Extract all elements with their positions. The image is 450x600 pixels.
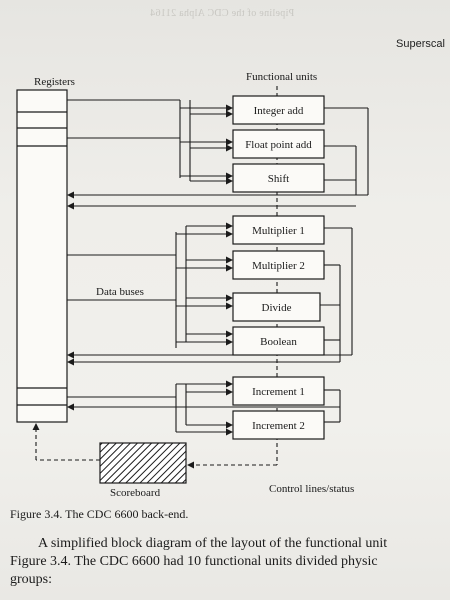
functional-unit-label: Integer add <box>254 105 304 117</box>
body-line-2: Figure 3.4. The CDC 6600 had 10 function… <box>10 554 378 569</box>
functional-unit-label: Float point add <box>245 139 312 151</box>
functional-unit-box: Float point add <box>232 129 325 159</box>
body-line-1: A simplified block diagram of the layout… <box>38 536 388 551</box>
data-buses-label: Data buses <box>96 286 144 298</box>
running-head: Superscal <box>396 38 445 50</box>
registers-label: Registers <box>34 76 75 88</box>
functional-unit-box: Divide <box>232 292 321 322</box>
body-paragraph: A simplified block diagram of the layout… <box>10 535 450 589</box>
data-bus-lines <box>67 99 369 436</box>
functional-unit-label: Shift <box>268 173 289 185</box>
control-lines-label: Control lines/status <box>269 483 354 495</box>
functional-unit-box: Boolean <box>232 326 325 356</box>
body-line-3: groups: <box>10 572 52 587</box>
functional-units-label: Functional units <box>246 71 317 83</box>
functional-unit-box: Increment 2 <box>232 410 325 440</box>
functional-unit-box: Increment 1 <box>232 376 325 406</box>
functional-unit-label: Divide <box>262 302 292 314</box>
functional-unit-label: Multiplier 1 <box>252 225 305 237</box>
functional-unit-label: Multiplier 2 <box>252 260 305 272</box>
scoreboard-block <box>99 442 187 484</box>
functional-unit-label: Boolean <box>260 336 297 348</box>
register-file <box>16 89 68 423</box>
functional-unit-box: Shift <box>232 163 325 193</box>
scoreboard-label: Scoreboard <box>110 487 161 499</box>
functional-unit-label: Increment 1 <box>252 386 305 398</box>
figure-caption: Figure 3.4. The CDC 6600 back-end. <box>10 507 189 521</box>
functional-unit-box: Multiplier 2 <box>232 250 325 280</box>
functional-unit-box: Multiplier 1 <box>232 215 325 245</box>
functional-unit-box: Integer add <box>232 95 325 125</box>
functional-unit-label: Increment 2 <box>252 420 305 432</box>
